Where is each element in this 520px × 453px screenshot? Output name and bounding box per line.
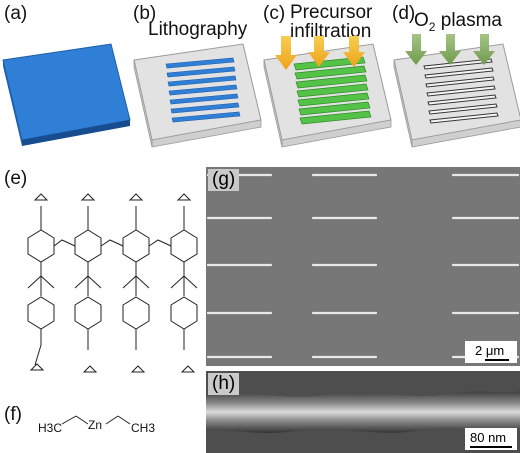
scalebar-h-bar: [470, 446, 512, 448]
panel-d-title-rest: plasma: [440, 10, 502, 31]
panel-a-label: (a): [4, 3, 28, 24]
panel-h-label: (h): [208, 373, 240, 395]
panel-d-label: (d): [392, 3, 416, 24]
lithography-substrate: [133, 43, 262, 148]
panel-c-title-line1: Precursor: [290, 2, 373, 23]
scalebar-h-text: 80 nm: [470, 430, 507, 445]
panel-a-title: SU-8: [58, 17, 102, 38]
diethylzinc-left: H3C: [38, 421, 63, 435]
scalebar-g-text: 2 μm: [475, 343, 505, 358]
panel-c-label: (c): [263, 3, 286, 24]
diethylzinc-right: CH3: [131, 421, 156, 435]
panel-e-label: (e): [4, 168, 28, 189]
su8-unit-2: [74, 193, 102, 373]
panel-b-label: (b): [133, 3, 157, 24]
panel-f-label: (f): [4, 404, 22, 425]
su8-unit-3: [122, 193, 150, 373]
su8-unit-4: [170, 193, 198, 373]
panel-d-title: O2 plasma: [414, 10, 502, 34]
panel-d-title-sub: 2: [428, 19, 436, 34]
sem-g-lines: [206, 167, 520, 366]
sem-h-line: [206, 371, 520, 453]
panel-d-title-o: O: [414, 10, 429, 31]
scalebar-g: 2 μm: [465, 341, 517, 363]
su8-unit-1: [27, 193, 55, 371]
panel-g-label: (g): [208, 169, 240, 191]
plasma-substrate: [393, 34, 520, 148]
panel-b-title: Lithography: [148, 19, 248, 40]
diethylzinc-center: Zn: [88, 418, 103, 432]
su8-slab: [2, 43, 131, 146]
scalebar-h: 80 nm: [465, 428, 517, 450]
sem-image-h: (h) 80 nm: [206, 371, 520, 453]
scalebar-g-bar: [485, 359, 509, 361]
process-schematic: [2, 34, 520, 148]
infiltration-substrate: [263, 36, 392, 148]
sem-image-g: (g) 2 μm: [206, 167, 520, 366]
